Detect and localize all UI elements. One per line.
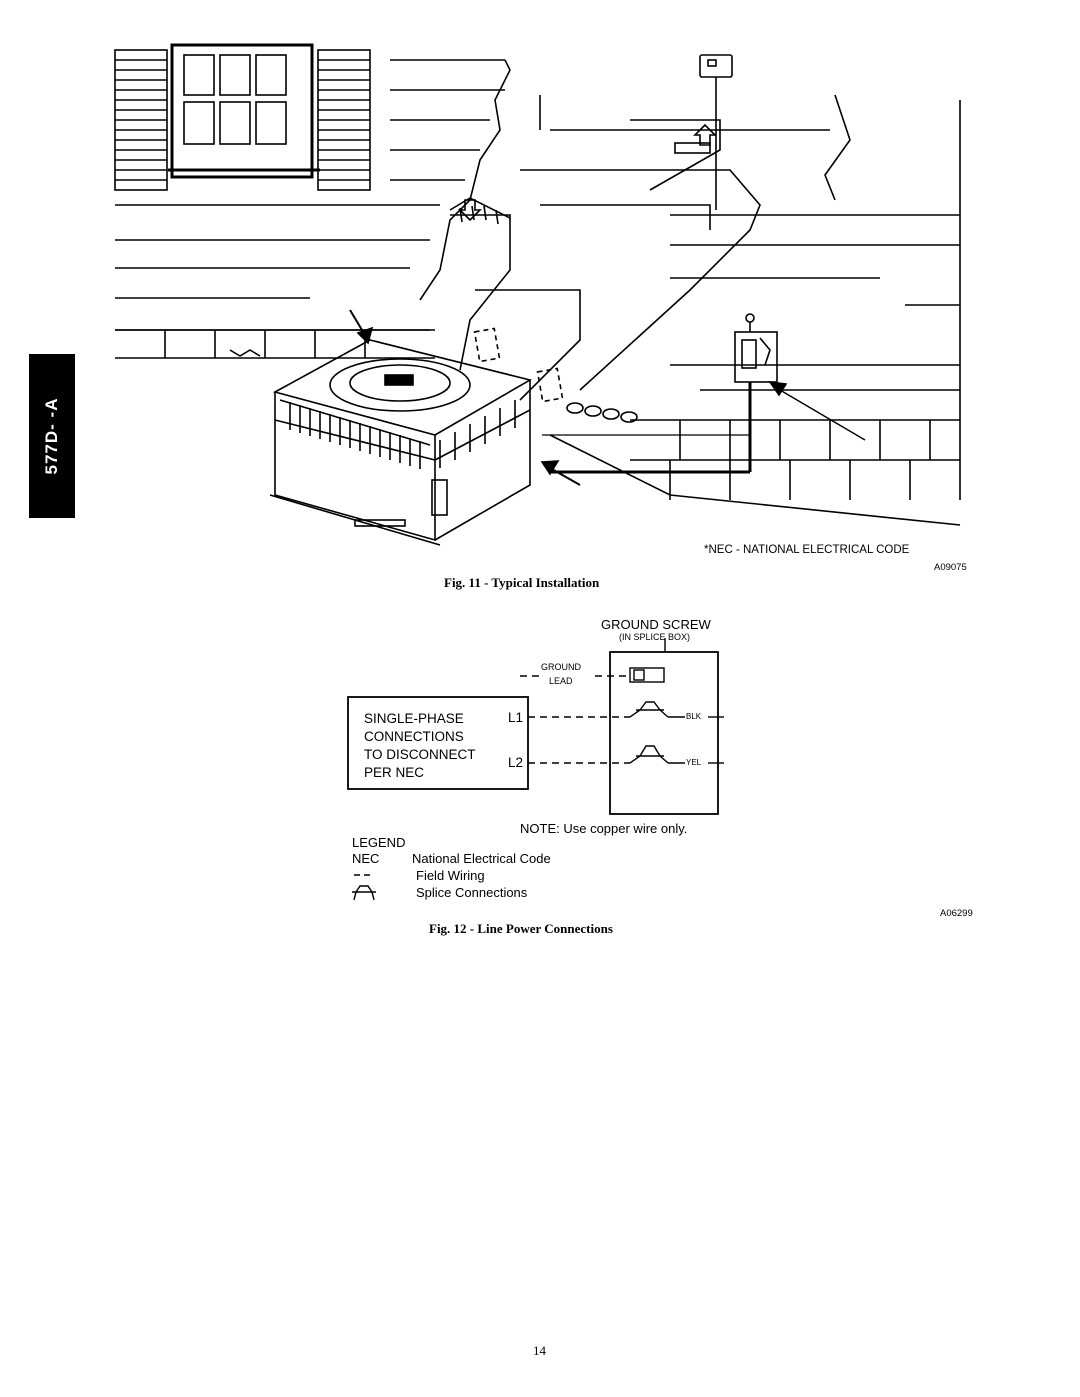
right-shutter (317, 49, 371, 191)
thermostat (699, 54, 733, 210)
in-splice-box-label: (IN SPLICE BOX) (619, 632, 691, 642)
connection-label-line2: CONNECTIONS (364, 729, 464, 744)
slab-openings (566, 402, 638, 423)
splice-connector-l1 (629, 701, 724, 718)
splice-connector-l2 (629, 745, 724, 764)
foundation-blocks (115, 329, 961, 526)
ductwork (449, 119, 761, 401)
yel-label: YEL (686, 758, 702, 767)
ground-lead-label-line1: GROUND (541, 662, 581, 672)
side-tab: 577D- -A (29, 354, 75, 518)
legend-title: LEGEND (352, 835, 406, 850)
legend-field-wiring: Field Wiring (416, 868, 485, 883)
ground-screw-head (633, 669, 645, 681)
l1-label: L1 (508, 710, 524, 725)
line-power-diagram (347, 638, 724, 901)
legend-nec-abbr: NEC (352, 851, 380, 866)
nec-footnote: *NEC - NATIONAL ELECTRICAL CODE (704, 544, 910, 556)
connection-label: SINGLE-PHASE CONNECTIONS TO DISCONNECT P… (364, 710, 476, 782)
figure-11-caption: Fig. 11 - Typical Installation (444, 575, 600, 590)
callout-arrows (229, 309, 866, 486)
figure-12-caption: Fig. 12 - Line Power Connections (429, 921, 613, 936)
figure-11-code: A09075 (934, 562, 967, 573)
figure-12-code: A06299 (940, 908, 973, 919)
connection-label-box (347, 696, 529, 790)
disconnect-box (542, 313, 778, 474)
blk-label: BLK (686, 712, 702, 721)
ground-lead-label-line2: LEAD (549, 676, 573, 686)
copper-wire-note: NOTE: Use copper wire only. (520, 821, 688, 836)
connection-label-line4: PER NEC (364, 765, 425, 780)
left-shutter (114, 49, 168, 191)
side-tab-label: 577D- -A (42, 397, 61, 475)
legend-splice-connections: Splice Connections (416, 885, 528, 900)
window (168, 43, 320, 179)
house-siding (115, 59, 961, 500)
ac-unit (269, 339, 533, 546)
legend-splice-symbol (352, 885, 376, 901)
splice-box (609, 651, 719, 815)
ground-screw (629, 667, 665, 683)
connection-label-line3: TO DISCONNECT (364, 747, 476, 762)
page-number: 14 (533, 1343, 546, 1358)
dashed-openings (473, 327, 564, 403)
ground-screw-label: GROUND SCREW (601, 617, 711, 632)
l2-label: L2 (508, 755, 524, 770)
legend-nec-text: National Electrical Code (412, 851, 551, 866)
connection-label-line1: SINGLE-PHASE (364, 711, 464, 726)
typical-installation-illustration (114, 43, 961, 546)
airflow-arrows (458, 123, 717, 222)
